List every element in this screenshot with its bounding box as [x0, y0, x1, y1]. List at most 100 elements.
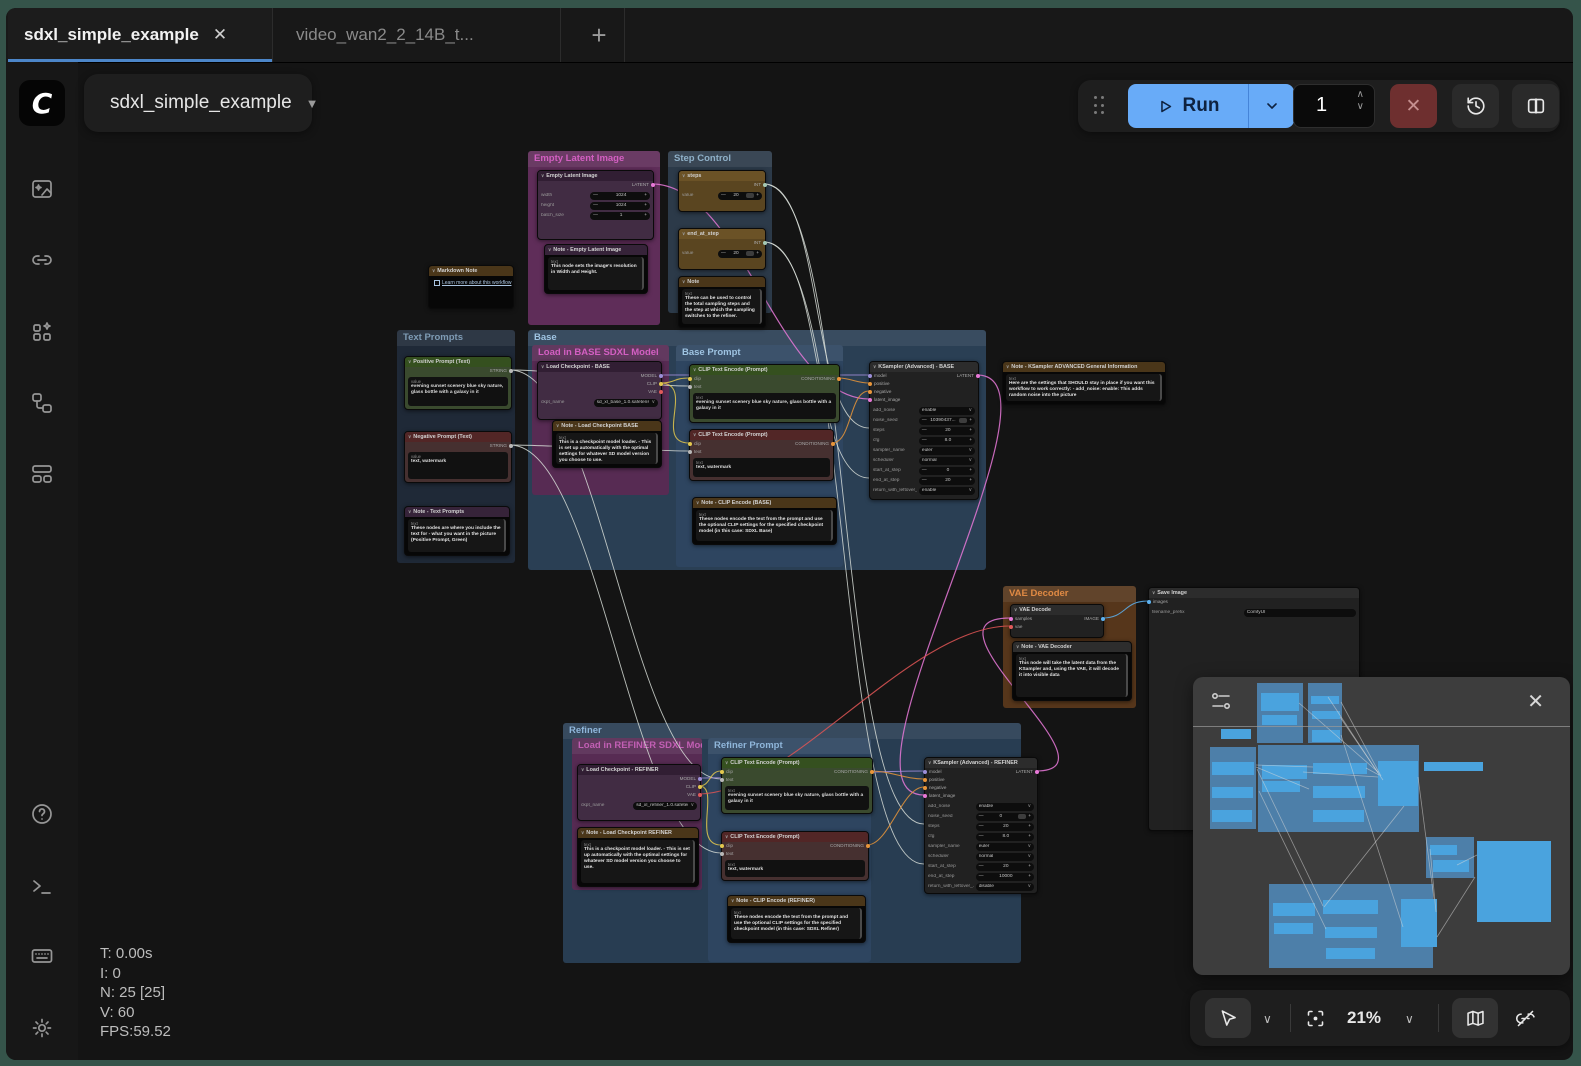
output-port-CLIP[interactable] — [698, 785, 702, 789]
templates-icon[interactable] — [30, 462, 54, 486]
settings-gear-icon[interactable] — [30, 1016, 54, 1040]
input-port-images[interactable] — [1147, 600, 1151, 604]
collapse-icon[interactable]: ∨ — [581, 830, 585, 835]
output-port-CONDITIONING[interactable] — [866, 844, 870, 848]
node-header[interactable]: ∨Note - CLIP Encode (BASE) — [693, 498, 836, 508]
tab-close-icon[interactable]: ✕ — [212, 25, 228, 44]
collapse-icon[interactable]: ∨ — [541, 173, 545, 178]
zoom-chevron-icon[interactable]: ∨ — [1405, 1012, 1414, 1026]
node-header[interactable]: ∨Negative Prompt (Text) — [405, 432, 511, 442]
node-header[interactable]: ∨Note — [679, 277, 765, 287]
output-port-CONDITIONING[interactable] — [837, 377, 841, 381]
output-port-INT[interactable] — [763, 183, 767, 187]
collapse-icon[interactable]: ∨ — [928, 760, 932, 765]
widget-value[interactable]: value—20+ — [682, 191, 762, 200]
node-header[interactable]: ∨Positive Prompt (Text) — [405, 357, 511, 367]
model-library-icon[interactable] — [30, 320, 54, 344]
widget-return_with_leftover_...[interactable]: return_with_leftover_...disable∨ — [928, 882, 1034, 891]
minimap-panel[interactable]: ✕ — [1193, 677, 1570, 975]
minimap-toggle-button[interactable] — [1452, 998, 1498, 1038]
widget-value[interactable]: value—20+ — [682, 249, 762, 258]
zoom-level-select[interactable]: 21% — [1347, 1008, 1382, 1027]
collapse-icon[interactable]: ∨ — [408, 434, 412, 439]
collapse-icon[interactable]: ∨ — [873, 364, 877, 369]
node-header[interactable]: ∨Note - CLIP Encode (REFINER) — [728, 896, 865, 906]
input-port-text[interactable] — [688, 385, 692, 389]
widget-cfg[interactable]: cfg—8.0+ — [928, 832, 1034, 841]
output-port-MODEL[interactable] — [659, 374, 663, 378]
output-port-LATENT[interactable] — [651, 183, 655, 187]
run-options-button[interactable] — [1248, 84, 1294, 128]
node-header[interactable]: ∨Load Checkpoint - BASE — [538, 362, 661, 372]
node-header[interactable]: ∨CLIP Text Encode (Prompt) — [690, 430, 833, 440]
collapse-icon[interactable]: ∨ — [725, 760, 729, 765]
node-header[interactable]: ∨Note - VAE Decoder — [1013, 642, 1131, 652]
comfyui-logo[interactable]: C — [19, 80, 65, 126]
node-header[interactable]: ∨Note - Text Prompts — [405, 507, 509, 517]
widget-end_at_step[interactable]: end_at_step—20+ — [873, 476, 975, 485]
node-header[interactable]: ∨Note - KSampler ADVANCED General Inform… — [1003, 362, 1165, 372]
workflow-name-dropdown[interactable]: sdxl_simple_example ▼ — [84, 74, 319, 132]
widget-noise_seed[interactable]: noise_seed—0+ — [928, 812, 1034, 821]
drag-handle-icon[interactable] — [1094, 96, 1106, 116]
node-header[interactable]: ∨VAE Decode — [1011, 605, 1103, 615]
output-port-CONDITIONING[interactable] — [870, 770, 874, 774]
collapse-icon[interactable]: ∨ — [1014, 607, 1018, 612]
collapse-icon[interactable]: ∨ — [696, 500, 700, 505]
output-port-LATENT[interactable] — [1035, 770, 1039, 774]
node-header[interactable]: ∨KSampler (Advanced) - BASE — [870, 362, 978, 372]
input-port-positive[interactable] — [923, 778, 927, 782]
node-header[interactable]: ∨end_at_step — [679, 229, 765, 239]
input-port-text[interactable] — [688, 450, 692, 454]
fit-view-button[interactable] — [1305, 1008, 1326, 1034]
node-header[interactable]: ∨Note - Load Checkpoint REFINER — [578, 828, 698, 838]
input-port-samples[interactable] — [1009, 617, 1013, 621]
collapse-icon[interactable]: ∨ — [693, 432, 697, 437]
collapse-icon[interactable]: ∨ — [693, 367, 697, 372]
widget-steps[interactable]: steps—20+ — [873, 426, 975, 435]
collapse-icon[interactable]: ∨ — [548, 247, 552, 252]
collapse-icon[interactable]: ∨ — [408, 509, 412, 514]
input-port-latent_image[interactable] — [923, 794, 927, 798]
input-port-text[interactable] — [720, 852, 724, 856]
output-port-INT[interactable] — [763, 241, 767, 245]
node-header[interactable]: ∨Empty Latent Image — [538, 171, 653, 181]
node-note-ksampler-advanced[interactable]: ∨Note - KSampler ADVANCED General Inform… — [1002, 361, 1166, 405]
output-port-MODEL[interactable] — [698, 777, 702, 781]
output-port-LATENT[interactable] — [976, 374, 980, 378]
link-icon[interactable] — [30, 248, 54, 272]
collapse-icon[interactable]: ∨ — [1016, 644, 1020, 649]
input-port-positive[interactable] — [868, 382, 872, 386]
collapse-icon[interactable]: ∨ — [682, 231, 686, 236]
input-port-negative[interactable] — [868, 390, 872, 394]
input-port-model[interactable] — [868, 374, 872, 378]
cancel-button[interactable]: ✕ — [1390, 84, 1437, 128]
node-header[interactable]: ∨CLIP Text Encode (Prompt) — [690, 365, 839, 375]
